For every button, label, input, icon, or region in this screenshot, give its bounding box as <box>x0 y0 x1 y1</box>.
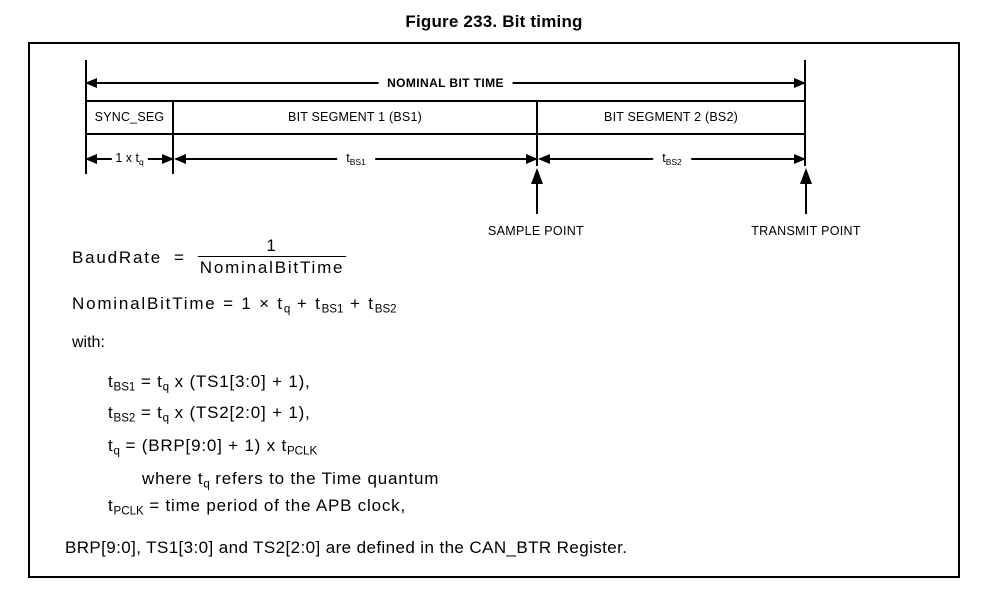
baudrate-equation: BaudRate = 1 NominalBitTime <box>72 236 347 279</box>
transmit-point-arrow-icon <box>800 168 812 184</box>
transmit-point-arrow-shaft <box>805 182 807 214</box>
transmit-point-label: TRANSMIT POINT <box>751 224 861 238</box>
tq-equation: tq = (BRP[9:0] + 1) x tPCLK <box>108 436 318 458</box>
arrowhead-left-icon <box>538 154 550 164</box>
tq-duration-label: 1 x tq <box>111 151 148 167</box>
sample-point-arrow-shaft <box>536 182 538 214</box>
baudrate-denominator: NominalBitTime <box>197 256 347 277</box>
segment-sync-seg: SYNC_SEG <box>85 100 174 135</box>
tbs1-duration-label: tBS1 <box>337 151 375 167</box>
sample-point-label: SAMPLE POINT <box>488 224 584 238</box>
tick-sample-point <box>536 135 538 166</box>
tbs1-equation: tBS1 = tq x (TS1[3:0] + 1), <box>108 372 311 394</box>
figure-title: Figure 233. Bit timing <box>405 12 583 31</box>
baudrate-lhs: BaudRate <box>72 247 163 267</box>
arrowhead-right-icon <box>526 154 538 164</box>
tbs2-duration-arrow: tBS2 <box>538 151 806 167</box>
baudrate-numerator: 1 <box>266 236 278 255</box>
arrowhead-right-icon <box>794 154 806 164</box>
tpclk-equation: tPCLK = time period of the APB clock, <box>108 496 407 518</box>
baudrate-equals: = <box>174 247 186 267</box>
tbs1-duration-arrow: tBS1 <box>174 151 538 167</box>
sample-point-arrow-icon <box>531 168 543 184</box>
bit-segments-row: SYNC_SEG BIT SEGMENT 1 (BS1) BIT SEGMENT… <box>85 100 806 135</box>
tq-duration-arrow: 1 x tq <box>85 151 174 167</box>
arrowhead-left-icon <box>85 78 97 88</box>
tbs2-duration-label: tBS2 <box>653 151 691 167</box>
arrowhead-left-icon <box>174 154 186 164</box>
nominal-bit-time-equation: NominalBitTime = 1 × tq + tBS1 + tBS2 <box>72 294 397 316</box>
baudrate-fraction: 1 NominalBitTime <box>197 236 347 279</box>
register-footnote: BRP[9:0], TS1[3:0] and TS2[2:0] are defi… <box>65 538 628 557</box>
arrowhead-right-icon <box>162 154 174 164</box>
with-label: with: <box>72 334 105 351</box>
tbs2-equation: tBS2 = tq x (TS2[2:0] + 1), <box>108 403 311 425</box>
nominal-bit-time-arrow: NOMINAL BIT TIME <box>85 76 806 90</box>
tq-where-note: where tq refers to the Time quantum <box>142 469 440 491</box>
nominal-bit-time-label: NOMINAL BIT TIME <box>378 76 513 90</box>
arrowhead-right-icon <box>794 78 806 88</box>
segment-bs1: BIT SEGMENT 1 (BS1) <box>172 100 538 135</box>
arrowhead-left-icon <box>85 154 97 164</box>
segment-bs2: BIT SEGMENT 2 (BS2) <box>536 100 806 135</box>
